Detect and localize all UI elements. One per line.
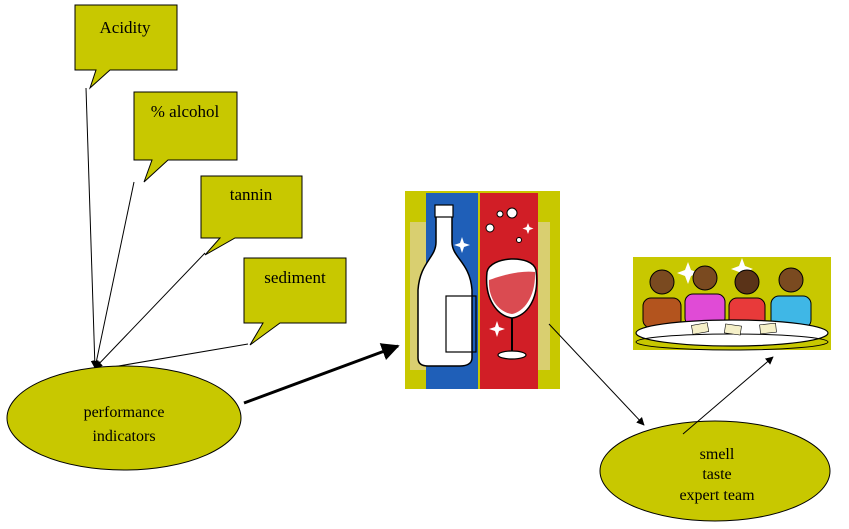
callout-alcohol: % alcohol: [133, 91, 238, 183]
performance-line2: indicators: [92, 428, 155, 445]
performance-indicators-node: performance indicators: [6, 365, 242, 471]
callout-tannin: tannin: [200, 175, 303, 256]
expert-tasting-team-image: [633, 257, 831, 351]
connector-tannin: [94, 252, 206, 369]
connector-acidity: [85, 87, 99, 369]
wine-bottle-glass-image: [405, 191, 560, 389]
arrow-to-wine: [243, 343, 400, 405]
callout-sediment: sediment: [243, 257, 347, 346]
callout-sediment-label: sediment: [264, 268, 326, 287]
callout-acidity: Acidity: [74, 4, 178, 90]
callout-acidity-label: Acidity: [100, 18, 151, 37]
expert-team-node: smell taste expert team: [599, 420, 831, 522]
expert-line3: expert team: [679, 487, 755, 504]
arrow-wine-to-expert: [548, 323, 645, 426]
arrow-expert-to-team: [682, 356, 774, 435]
performance-line1: performance: [84, 404, 165, 421]
connector-alcohol: [92, 181, 135, 369]
callout-alcohol-label: % alcohol: [151, 102, 220, 121]
expert-line2: taste: [702, 466, 731, 483]
expert-line1: smell: [700, 446, 735, 463]
callout-tannin-label: tannin: [230, 185, 273, 204]
